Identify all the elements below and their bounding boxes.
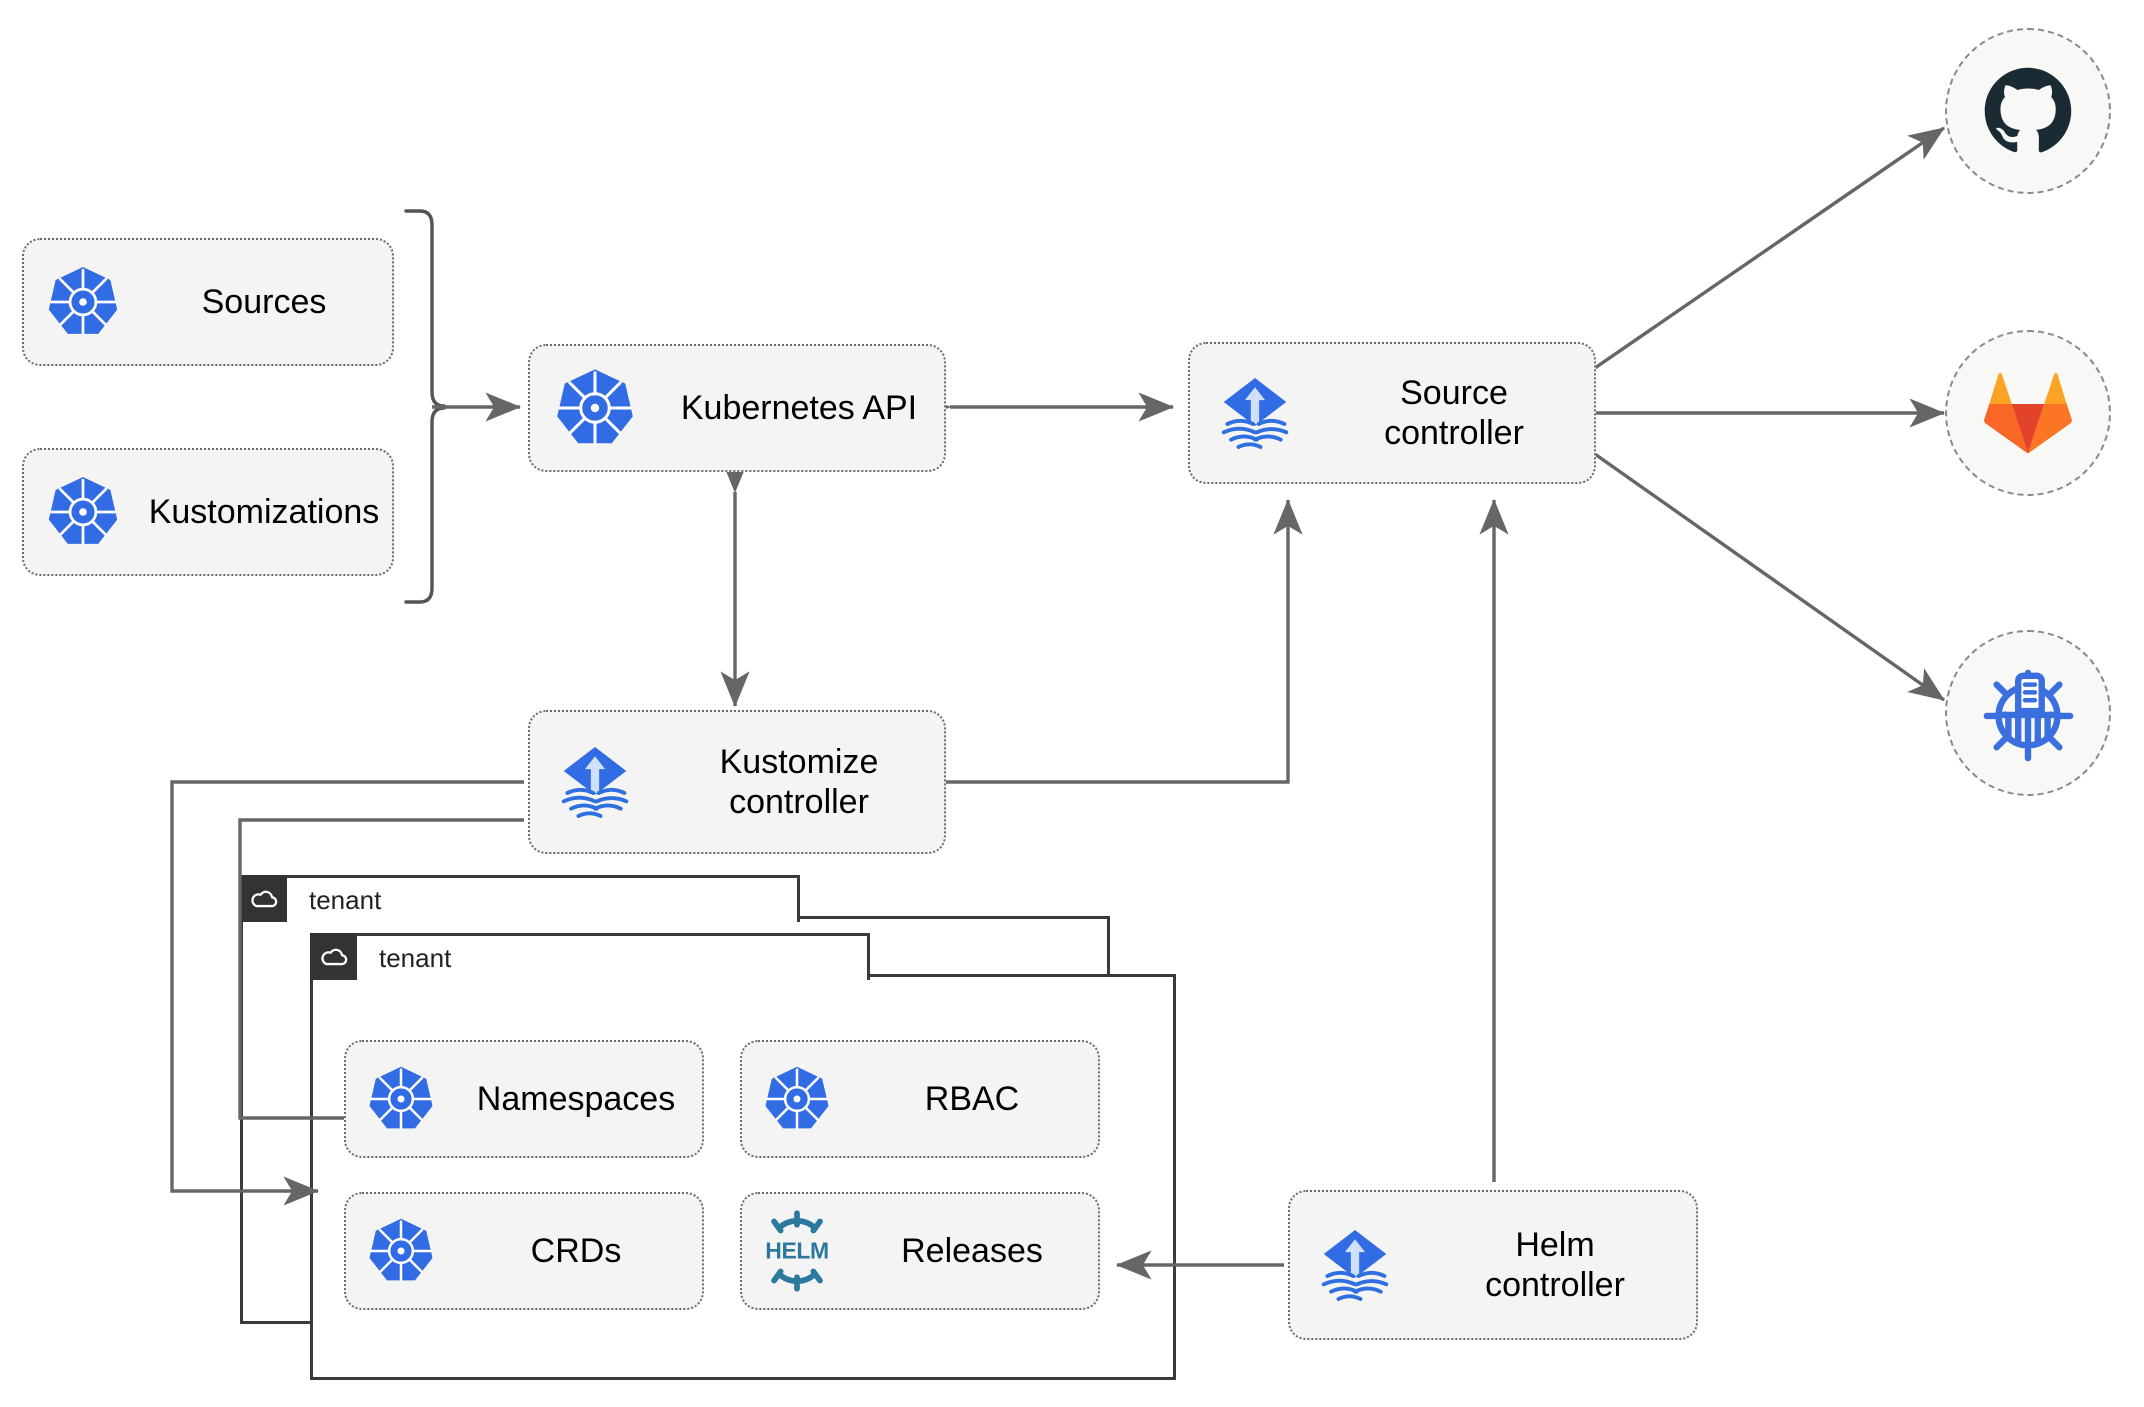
edge-source-controller-github: [1591, 126, 1945, 372]
kubernetes-icon: [24, 474, 142, 550]
flux-icon: [530, 736, 660, 828]
kubernetes-icon: [346, 1216, 456, 1286]
node-label-crds: CRDs: [530, 1231, 622, 1270]
node-label-kubernetes-api: Kubernetes API: [680, 388, 918, 427]
node-label-source-controller: Source controller: [1384, 373, 1524, 452]
node-label-sources: Sources: [201, 282, 327, 321]
node-source-controller[interactable]: Source controller: [1188, 342, 1596, 484]
svg-text:HELM: HELM: [765, 1237, 828, 1263]
node-kubernetes-api[interactable]: Kubernetes API: [528, 344, 946, 472]
node-sources[interactable]: Sources: [22, 238, 394, 366]
edge-kustomize-controller-source-controller: [946, 498, 1303, 784]
node-helm-controller[interactable]: Helm controller: [1288, 1190, 1698, 1340]
tenant-window-front[interactable]: tenant: [310, 933, 1176, 1380]
github-icon: [1984, 67, 2072, 153]
node-kustomize-controller[interactable]: Kustomize controller: [528, 710, 946, 854]
tenant-tab-front[interactable]: tenant: [310, 933, 870, 980]
tenant-tab-label-back: tenant: [309, 884, 382, 915]
gitlab-icon: [1984, 373, 2072, 454]
node-namespaces[interactable]: Namespaces: [344, 1040, 704, 1158]
cloud-icon: [310, 933, 357, 980]
provider-helm-repository[interactable]: [1945, 630, 2111, 796]
node-releases[interactable]: HELM Releases: [740, 1192, 1100, 1310]
provider-github[interactable]: [1945, 28, 2111, 194]
node-label-helm-controller: Helm controller: [1485, 1225, 1625, 1304]
helm-repository-icon: [1983, 669, 2074, 762]
node-rbac[interactable]: RBAC: [740, 1040, 1100, 1158]
kubernetes-icon: [346, 1064, 456, 1134]
flux-icon: [1290, 1219, 1420, 1311]
kubernetes-icon: [530, 366, 660, 450]
kubernetes-icon: [24, 264, 142, 340]
sources-group-bracket: [404, 209, 446, 604]
helm-icon: HELM: [742, 1210, 852, 1292]
cloud-icon: [240, 875, 287, 922]
node-crds[interactable]: CRDs: [344, 1192, 704, 1310]
edge-source-controller-helm-repository: [1591, 450, 1945, 702]
node-label-kustomizations: Kustomizations: [148, 492, 380, 531]
tenant-tab-label-front: tenant: [379, 942, 452, 973]
node-label-kustomize-controller: Kustomize controller: [719, 742, 879, 821]
kubernetes-icon: [742, 1064, 852, 1134]
node-label-releases: Releases: [901, 1231, 1043, 1270]
node-label-namespaces: Namespaces: [476, 1079, 676, 1118]
flux-icon: [1190, 367, 1320, 459]
provider-gitlab[interactable]: [1945, 330, 2111, 496]
node-label-rbac: RBAC: [924, 1079, 1020, 1118]
node-kustomizations[interactable]: Kustomizations: [22, 448, 394, 576]
tenant-tab-back[interactable]: tenant: [240, 875, 800, 922]
